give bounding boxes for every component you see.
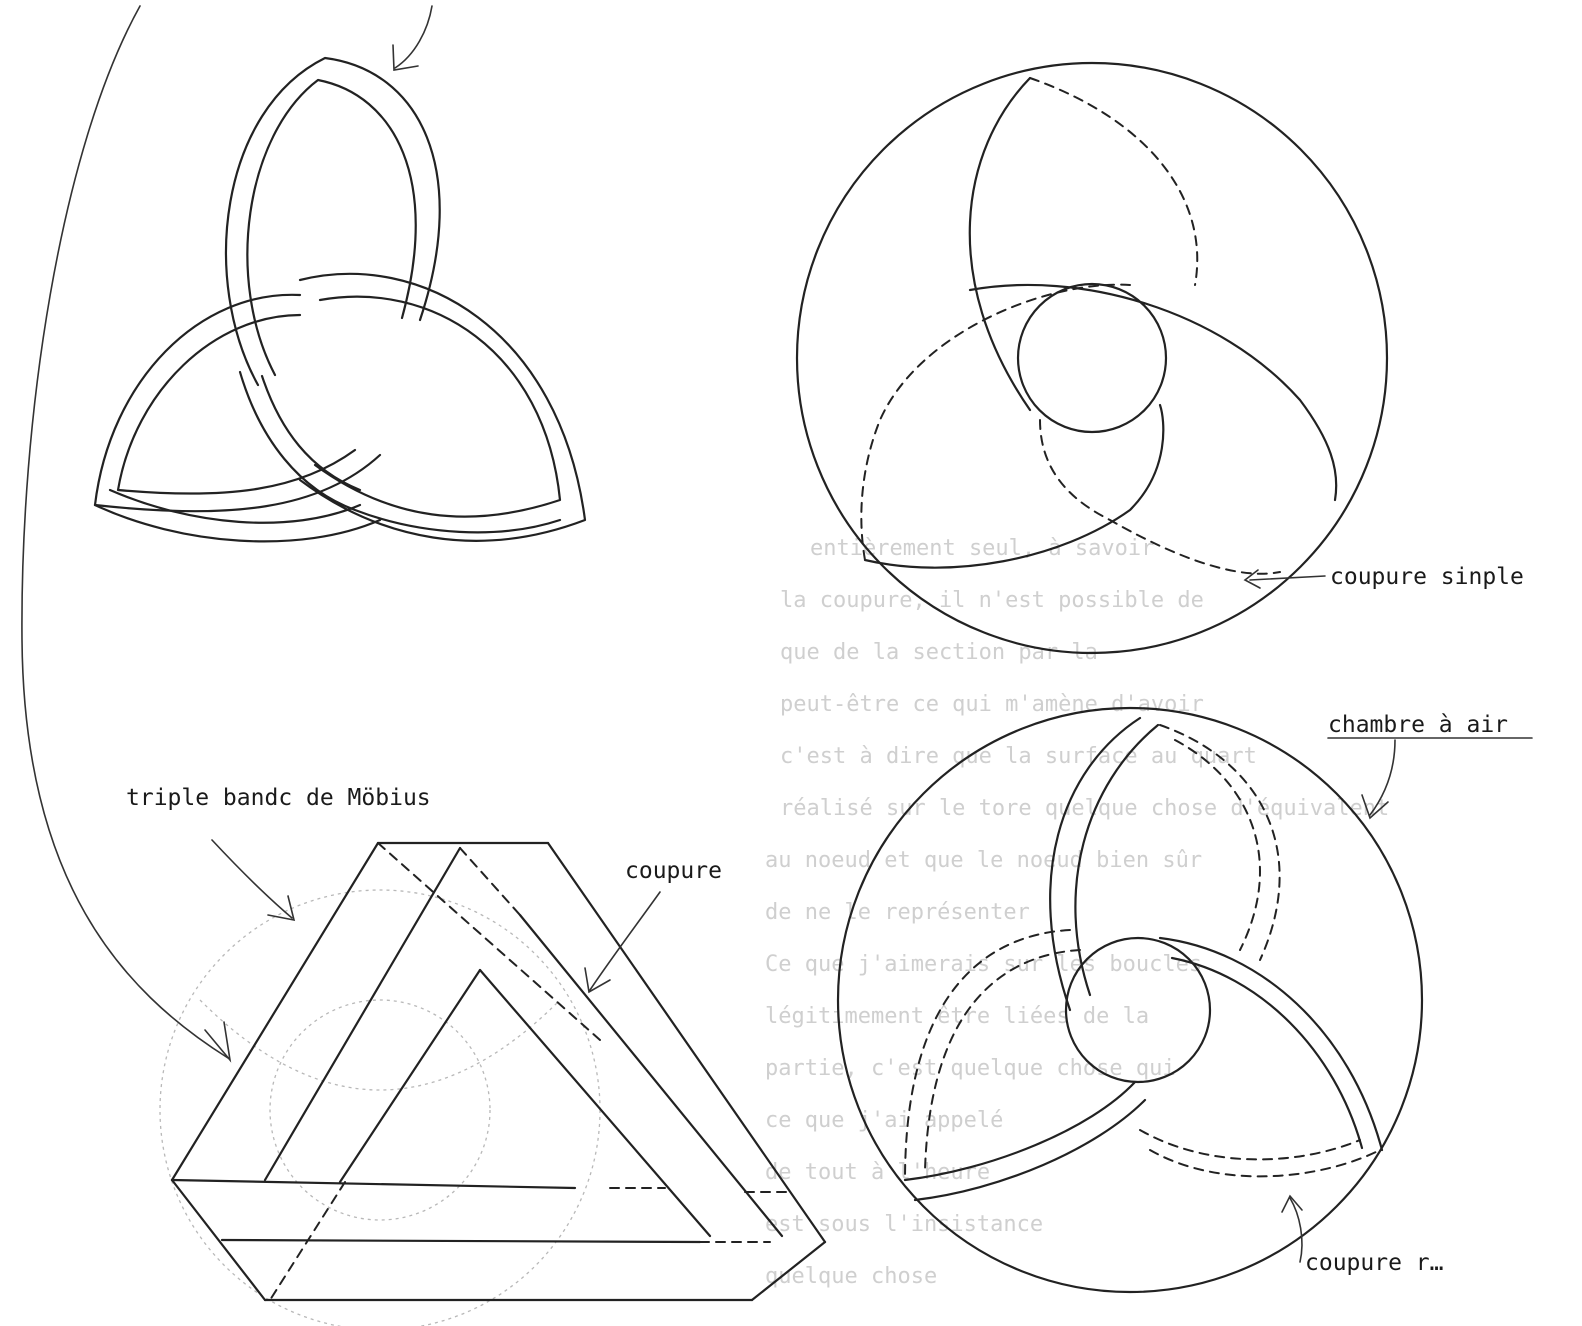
bleed-through-line: c'est à dire que la surface au quart bbox=[780, 744, 1257, 769]
coupure-redoublee-label: coupure r… bbox=[1305, 1250, 1443, 1276]
triple-bande-label: triple bandc de Möbius bbox=[126, 785, 431, 811]
bleed-through-line: au noeud et que le noeud bien sûr bbox=[765, 848, 1202, 873]
bleed-through-line: la coupure, il n'est possible de bbox=[780, 588, 1204, 613]
bleed-through-line: de ne le représenter bbox=[765, 900, 1030, 925]
coupure-label: coupure bbox=[625, 858, 722, 884]
trefoil-knot-band bbox=[95, 58, 585, 541]
coupure-simple-label: coupure sinple bbox=[1330, 564, 1524, 590]
top-arrow bbox=[393, 6, 432, 70]
bleed-through-line: Ce que j'aimerais sur les boucles bbox=[765, 952, 1202, 977]
bleed-through-line: réalisé sur le tore quelque chose d'équi… bbox=[780, 796, 1389, 821]
chambre-a-air-label: chambre à air bbox=[1328, 712, 1508, 738]
bleed-through-line: ce que j'ai appelé bbox=[765, 1108, 1003, 1133]
ghost-drawing bbox=[160, 890, 600, 1326]
bleed-through-line: peut-être ce qui m'amène d'avoir bbox=[780, 692, 1204, 717]
bleed-through-line: de tout à l'heure bbox=[765, 1160, 990, 1185]
bleed-through-line: que de la section par la bbox=[780, 640, 1098, 665]
bleed-through-line: légitimement être liées de la bbox=[765, 1004, 1149, 1029]
triple-mobius-band: triple bandc de Möbius coupure bbox=[126, 785, 825, 1300]
long-curved-arrow bbox=[22, 6, 230, 1060]
torus-knot-single-cut: coupure sinple bbox=[797, 63, 1524, 653]
